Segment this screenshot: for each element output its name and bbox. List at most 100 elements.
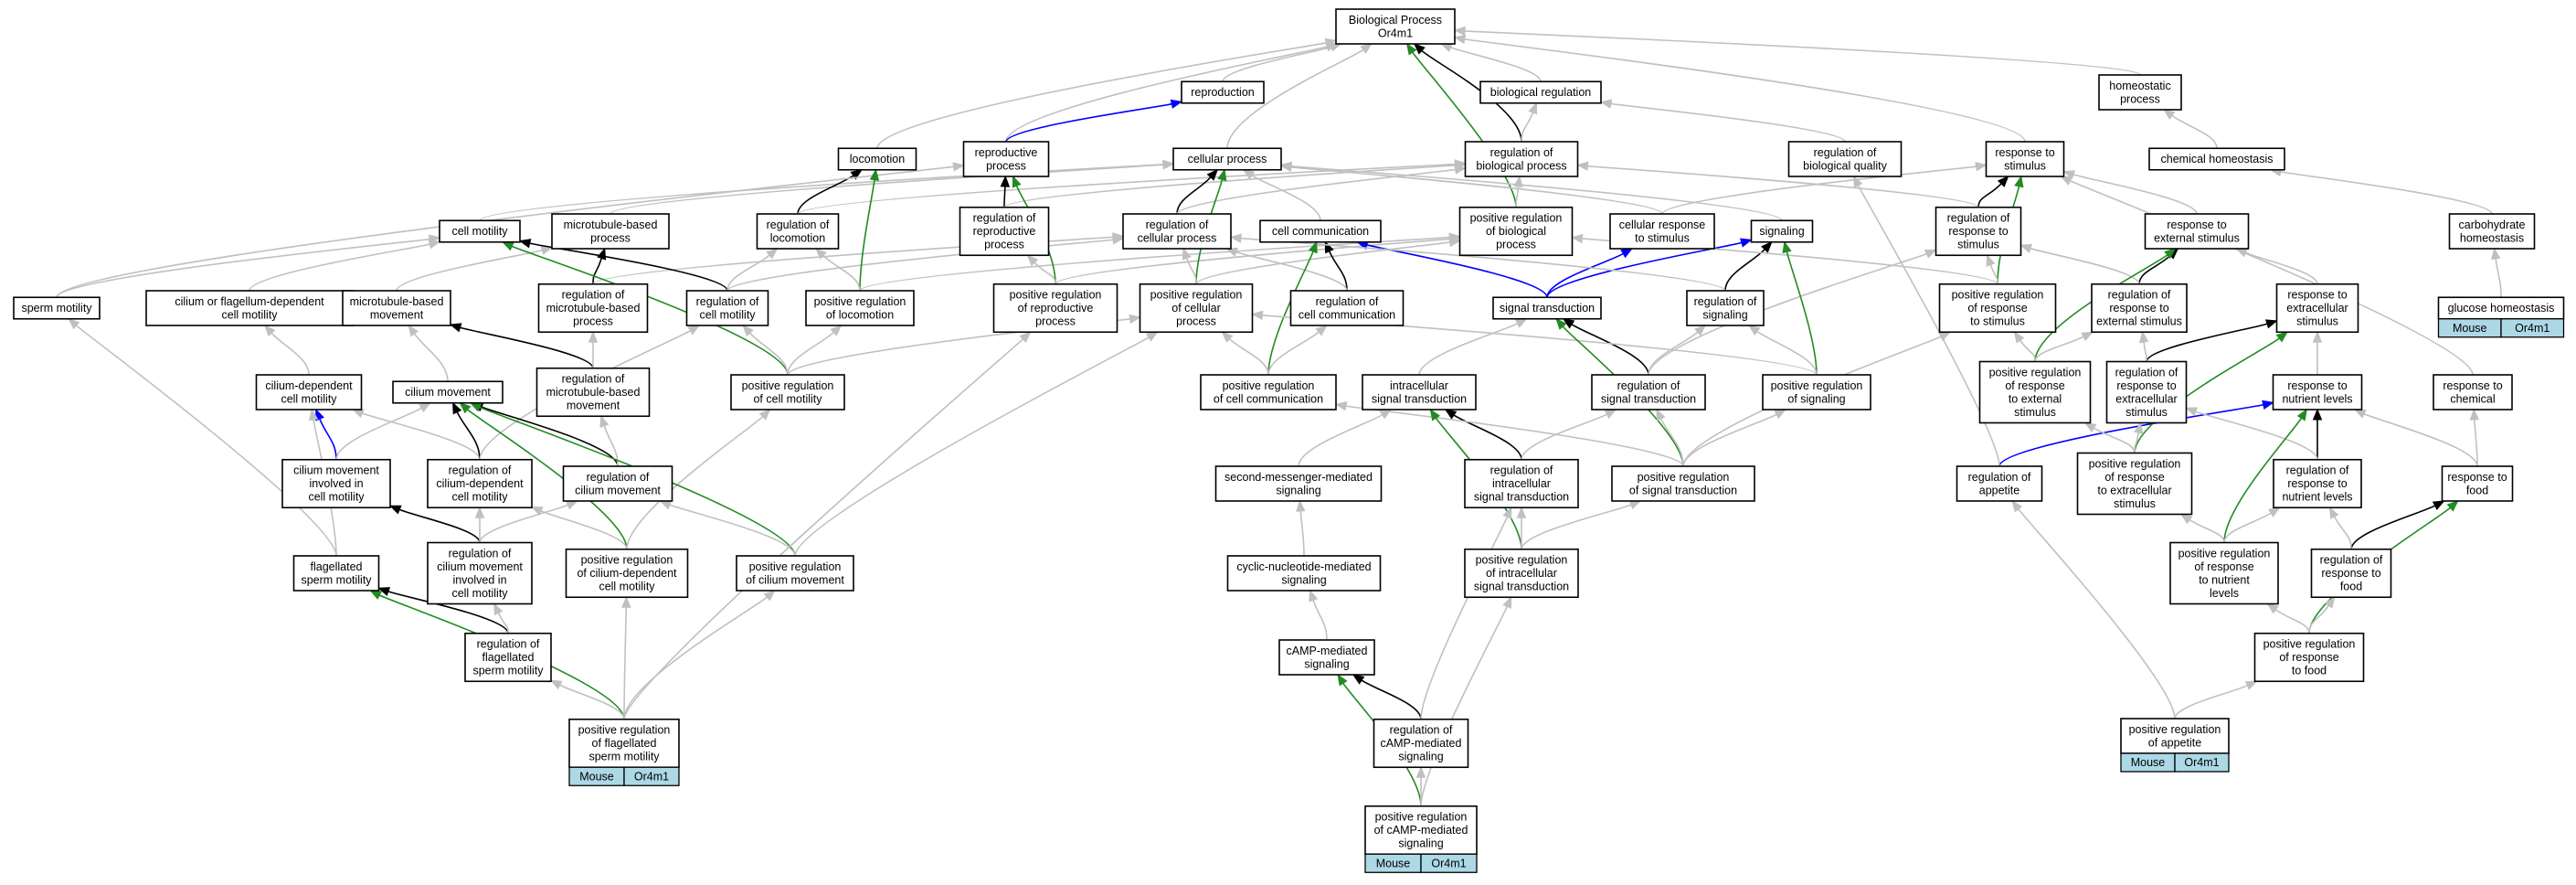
edge-line xyxy=(1328,251,1348,292)
edge-arrowhead xyxy=(2275,331,2288,343)
edge-arrowhead xyxy=(369,590,383,600)
term-label-line: cell communication xyxy=(1272,225,1369,238)
term-box xyxy=(1259,219,1382,243)
go-term-bioreg[interactable]: biological regulation xyxy=(1479,80,1602,104)
edge-is_a-32 xyxy=(249,240,441,292)
term-label-line: stimulus xyxy=(2125,406,2168,419)
edge-line xyxy=(398,508,481,543)
term-label-line: cell motility xyxy=(451,491,508,504)
term-box xyxy=(837,147,917,171)
term-label-line: positive regulation xyxy=(2263,638,2356,651)
term-box xyxy=(427,458,533,509)
edge-arrowhead xyxy=(2312,330,2323,343)
go-term-spermmot[interactable]: sperm motility xyxy=(13,296,101,320)
term-box xyxy=(568,718,680,769)
go-term-cellmot[interactable]: cell motility xyxy=(439,219,521,243)
go-term-reproduction[interactable]: reproduction xyxy=(1181,80,1265,104)
go-term-ciliummove[interactable]: cilium movement xyxy=(392,380,504,404)
go-term-locomotion[interactable]: locomotion xyxy=(837,147,917,171)
edge-is_a-14 xyxy=(479,159,1175,221)
edge-arrowhead xyxy=(2264,319,2278,329)
term-label-line: stimulus xyxy=(2114,497,2156,510)
go-term-sigtrans[interactable]: signal transduction xyxy=(1492,296,1602,320)
edge-arrowhead xyxy=(1694,325,1707,336)
edge-line xyxy=(1571,324,1649,376)
go-term-signaling[interactable]: signaling xyxy=(1750,219,1814,243)
go-term-cellcomm[interactable]: cell communication xyxy=(1259,219,1382,243)
term-box xyxy=(756,213,840,250)
go-term-chemhomeo[interactable]: chemical homeostasis xyxy=(2148,147,2285,171)
term-label-line: of locomotion xyxy=(826,308,894,321)
term-label-line: regulation of xyxy=(587,471,650,484)
edge-line xyxy=(726,239,1114,292)
go-term-cellproc[interactable]: cellular process xyxy=(1172,147,1282,171)
edge-arrowhead xyxy=(1324,240,1334,254)
term-label-line: signaling xyxy=(1398,751,1443,763)
